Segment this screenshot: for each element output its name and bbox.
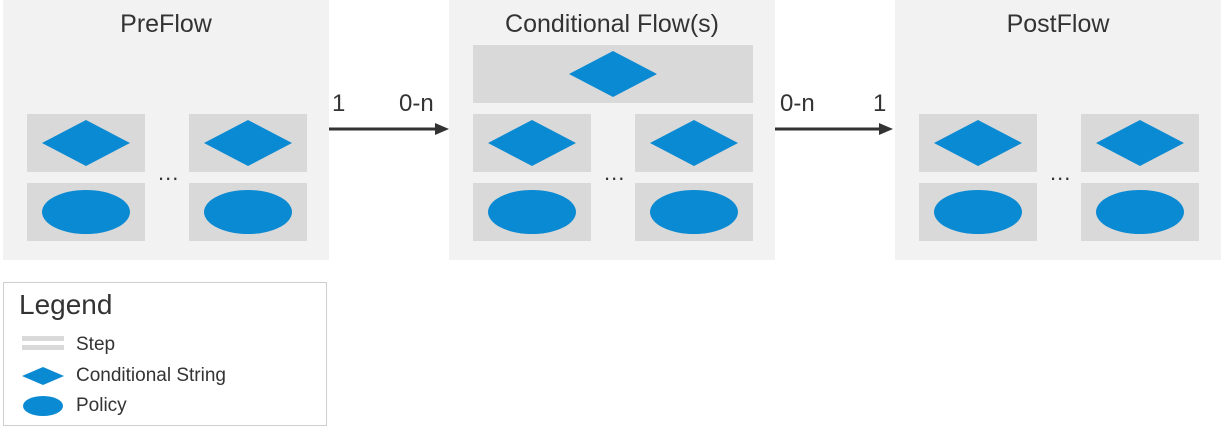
- legend-label-conditional-string: Conditional String: [76, 365, 226, 386]
- step-condition: [635, 114, 753, 172]
- preflow-multiplicity: 1: [332, 90, 346, 117]
- ellipsis: ...: [604, 160, 626, 185]
- policy-ellipse-icon: [649, 189, 739, 235]
- conditional-string-diamond-icon: [204, 120, 292, 166]
- conditional-flow-title: Conditional Flow(s): [505, 10, 719, 38]
- policy-ellipse-icon: [933, 189, 1023, 235]
- conditional-string-diamond-icon: [42, 120, 130, 166]
- policy-ellipse-icon: [1095, 189, 1185, 235]
- preflow-box: PreFlow ...: [3, 0, 329, 260]
- conditional-string-diamond-icon: [934, 120, 1022, 166]
- postflow-box: PostFlow ...: [895, 0, 1221, 260]
- postflow-title: PostFlow: [1006, 10, 1110, 38]
- step-policy: [27, 183, 145, 241]
- ellipse-icon: [22, 394, 64, 418]
- arrow-conditional-to-postflow: [775, 123, 893, 135]
- legend-title: Legend: [19, 289, 113, 320]
- policy-ellipse-icon: [41, 189, 131, 235]
- step-policy: [919, 183, 1037, 241]
- step-policy: [635, 183, 753, 241]
- conditional-flow-box: Conditional Flow(s) ...: [449, 0, 775, 260]
- step-condition: [919, 114, 1037, 172]
- ellipsis: ...: [1050, 160, 1072, 185]
- legend-item-step: Step: [22, 333, 322, 357]
- step-condition: [1081, 114, 1199, 172]
- step-policy: [473, 183, 591, 241]
- step-condition: [189, 114, 307, 172]
- legend-box: Legend Step Conditional String Policy: [3, 282, 327, 426]
- conditional-multiplicity-out: 0-n: [780, 90, 815, 117]
- policy-ellipse-icon: [487, 189, 577, 235]
- legend-label-step: Step: [76, 334, 116, 355]
- step-condition: [473, 114, 591, 172]
- conditional-multiplicity-in: 0-n: [399, 90, 434, 117]
- postflow-multiplicity: 1: [873, 90, 887, 117]
- step-flow-condition: [473, 45, 753, 103]
- conditional-string-diamond-icon: [488, 120, 576, 166]
- policy-ellipse-icon: [203, 189, 293, 235]
- preflow-title: PreFlow: [120, 10, 212, 38]
- legend-label-policy: Policy: [76, 395, 127, 416]
- step-policy: [189, 183, 307, 241]
- conditional-string-diamond-icon: [569, 51, 657, 97]
- legend-item-policy: Policy: [22, 394, 322, 418]
- conditional-string-diamond-icon: [650, 120, 738, 166]
- step-icon: [22, 333, 64, 357]
- conditional-string-diamond-icon: [1096, 120, 1184, 166]
- arrow-preflow-to-conditional: [329, 123, 449, 135]
- ellipsis: ...: [158, 160, 180, 185]
- step-condition: [27, 114, 145, 172]
- step-policy: [1081, 183, 1199, 241]
- diamond-icon: [22, 364, 64, 388]
- legend-item-conditional-string: Conditional String: [22, 364, 322, 388]
